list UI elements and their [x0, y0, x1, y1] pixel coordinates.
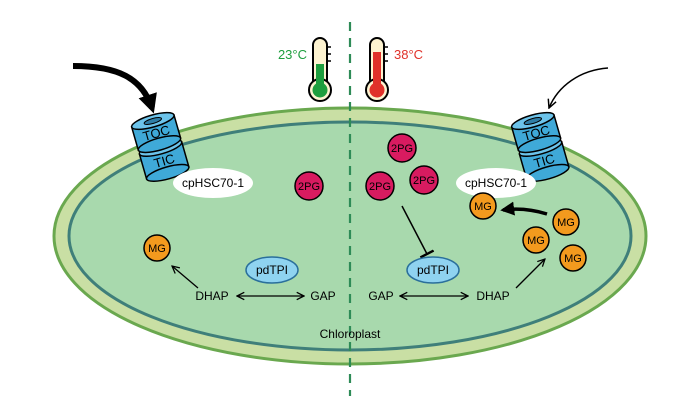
- gap-right-label: GAP: [368, 289, 393, 303]
- toc-label: TOC: [521, 122, 551, 144]
- mg-to-chaperone-arrow: [500, 201, 548, 216]
- mg-molecule: MG: [522, 226, 550, 254]
- toc-complex: TOC: [510, 111, 562, 154]
- temperature-right-label: 38°C: [394, 47, 423, 62]
- mg-label: MG: [527, 235, 545, 247]
- chaperone-right-label: cpHSC70-1: [465, 176, 527, 190]
- pg-molecule: 2PG: [409, 165, 439, 195]
- thermometer-right-icon: [365, 37, 389, 102]
- import-arrow-left: [72, 63, 157, 114]
- pg-label: 2PG: [298, 181, 320, 193]
- organelle-label: Chloroplast: [320, 327, 381, 341]
- translocon-right: TIC TOC: [510, 111, 570, 183]
- toc-label: TOC: [141, 122, 171, 144]
- tic-label: TIC: [532, 151, 556, 171]
- pg-label: 2PG: [369, 181, 391, 193]
- enzyme-right: pdTPI: [406, 256, 460, 284]
- mg-molecule: MG: [559, 244, 587, 272]
- dhap-right-label: DHAP: [476, 289, 509, 303]
- gap-left-label: GAP: [310, 289, 335, 303]
- toc-complex: TOC: [130, 111, 182, 154]
- mg-molecule: MG: [143, 234, 171, 262]
- mg-label: MG: [557, 217, 575, 229]
- translocon-left: TIC TOC: [130, 111, 190, 183]
- enzyme-left: pdTPI: [245, 256, 299, 284]
- chaperone-left-label: cpHSC70-1: [182, 176, 244, 190]
- thermometer-left-icon: [308, 37, 332, 102]
- dhap-to-mg-arrow-right: [515, 259, 545, 289]
- inhibition-line: [401, 205, 435, 259]
- mg-molecule: MG: [469, 192, 497, 220]
- temperature-left-label: 23°C: [278, 47, 307, 62]
- enzyme-left-label: pdTPI: [256, 263, 288, 277]
- dhap-to-mg-arrow-left: [172, 266, 199, 289]
- tic-label: TIC: [152, 151, 176, 171]
- pg-molecule: 2PG: [387, 133, 417, 163]
- mg-molecule: MG: [552, 208, 580, 236]
- pg-label: 2PG: [413, 175, 435, 187]
- pg-molecule: 2PG: [365, 171, 395, 201]
- enzyme-right-label: pdTPI: [417, 263, 449, 277]
- chaperone-left: cpHSC70-1: [173, 168, 253, 198]
- dhap-left-label: DHAP: [195, 289, 228, 303]
- import-arrow-right: [549, 67, 609, 108]
- mg-label: MG: [564, 253, 582, 265]
- mg-label: MG: [148, 243, 166, 255]
- mg-label: MG: [474, 201, 492, 213]
- pg-label: 2PG: [391, 143, 413, 155]
- pg-molecule: 2PG: [294, 171, 324, 201]
- chaperone-right: cpHSC70-1: [456, 168, 536, 198]
